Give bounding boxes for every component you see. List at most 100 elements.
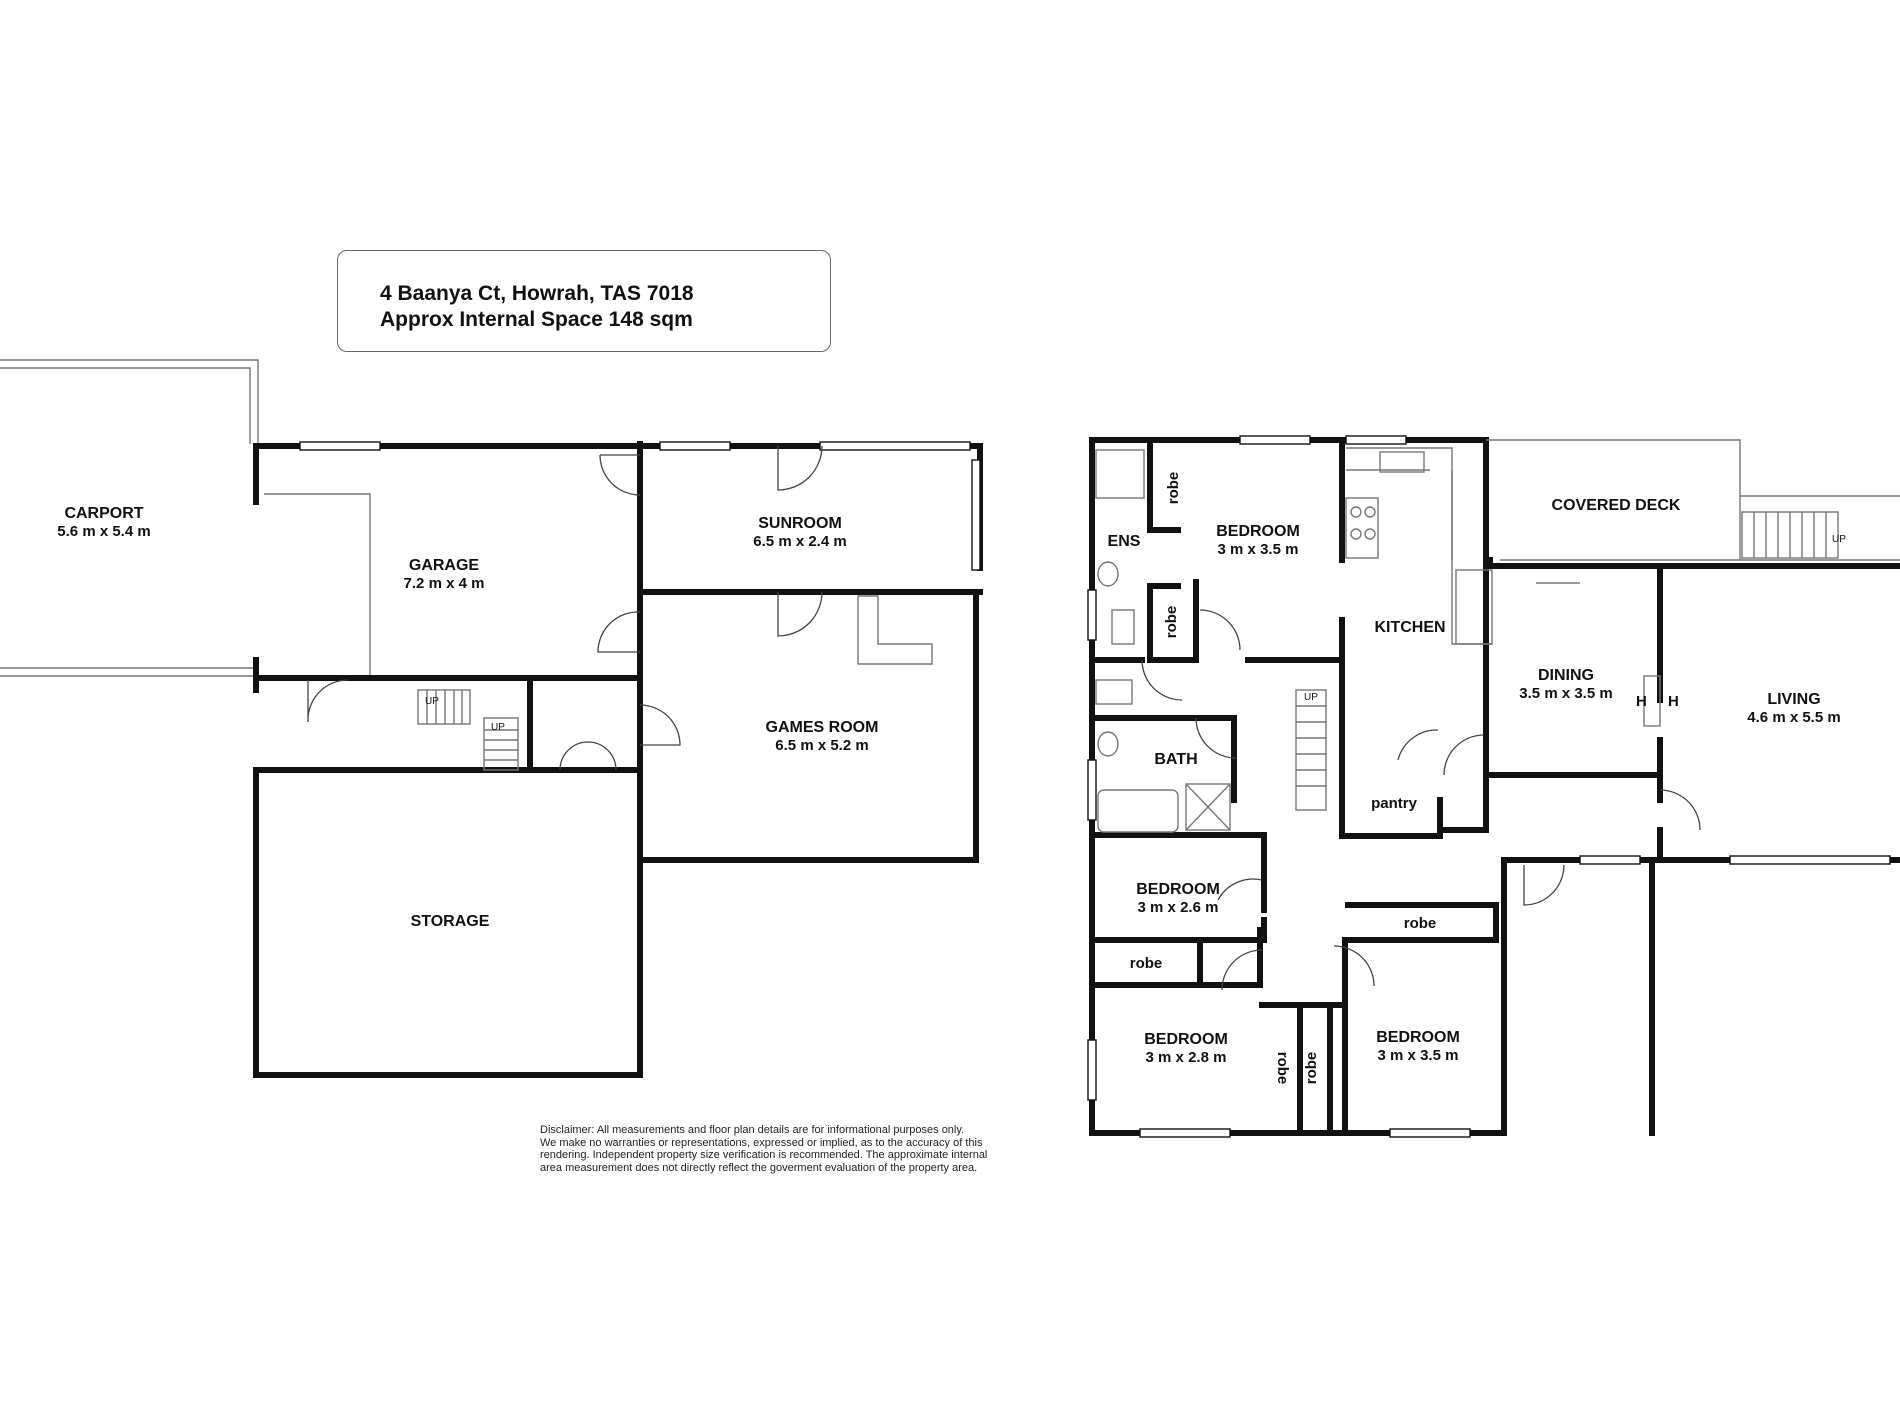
bedroom-2-dimensions: 3 m x 2.6 m	[1138, 899, 1219, 916]
disclaimer-line: rendering. Independent property size ver…	[540, 1149, 988, 1161]
ensuite-walls	[1147, 437, 1199, 663]
storage-label: STORAGE	[411, 913, 490, 930]
games-room-right-wall	[637, 589, 979, 863]
kitchen-bench-edge	[1346, 469, 1453, 560]
ens-label: ENS	[1108, 533, 1141, 550]
living-window	[1729, 855, 1891, 865]
kitchen-label: KITCHEN	[1374, 619, 1445, 636]
door-swing	[1397, 729, 1439, 761]
door-swing	[1443, 734, 1485, 776]
living-label: LIVING	[1767, 691, 1820, 708]
heater-label: H	[1668, 693, 1679, 710]
robe-walls	[1147, 527, 1181, 589]
bedroom-3-window-bottom	[1139, 1128, 1231, 1138]
door-swing	[1141, 659, 1183, 701]
robe-label: robe	[1274, 1052, 1291, 1085]
bedroom-2-walls	[1089, 917, 1267, 988]
robe-label: robe	[1404, 915, 1437, 932]
dining-dimensions: 3.5 m x 3.5 m	[1519, 685, 1612, 702]
bedroom-3-label: BEDROOM	[1144, 1031, 1228, 1048]
lower-inner-walls	[527, 441, 643, 773]
bedroom-4-left	[1327, 937, 1379, 1013]
door-swing	[1221, 949, 1263, 991]
bedroom-1-label: BEDROOM	[1216, 523, 1300, 540]
door-swing	[307, 679, 349, 723]
sunroom-window-right	[819, 441, 971, 451]
living-dimensions: 4.6 m x 5.5 m	[1747, 709, 1840, 726]
upper-level: UP UP H H	[1087, 435, 1900, 1138]
shower	[1095, 449, 1145, 499]
carport-outline-bottom	[0, 667, 254, 677]
disclaimer-line: We make no warranties or representations…	[540, 1136, 983, 1149]
ensuite-basin	[1097, 561, 1119, 587]
heater-label: H	[1636, 693, 1647, 710]
stair-up-label: UP	[425, 696, 439, 707]
bedroom-3-window	[1087, 1039, 1097, 1101]
sunroom-dimensions: 6.5 m x 2.4 m	[753, 533, 846, 550]
door-swing	[777, 591, 823, 637]
door-swing	[1523, 864, 1565, 906]
robe-label: robe	[1303, 1052, 1320, 1085]
sink	[1379, 451, 1425, 473]
address-text: 4 Baanya Ct, Howrah, TAS 7018	[380, 282, 694, 305]
ensuite-window	[1087, 589, 1097, 641]
bedroom-window	[1239, 435, 1311, 445]
island-bench	[1455, 569, 1493, 645]
built-in-fixture	[857, 595, 933, 665]
sunroom-window-side	[971, 459, 981, 571]
address-box	[337, 250, 831, 352]
bedroom-2-label: BEDROOM	[1136, 881, 1220, 898]
double-door-swing	[559, 741, 617, 771]
hall-stairs: UP	[1295, 689, 1327, 811]
ensuite-toilet	[1111, 609, 1135, 645]
lower-outer-wall	[253, 441, 643, 1078]
carport-outline	[0, 359, 259, 444]
bedroom-4-window	[1389, 1128, 1471, 1138]
door-swing	[1659, 789, 1701, 831]
stair-up-label: UP	[491, 722, 505, 733]
door-swing	[1199, 609, 1241, 651]
dining-label: DINING	[1538, 667, 1594, 684]
kitchen-window	[1345, 435, 1407, 445]
bedroom-4-label: BEDROOM	[1376, 1029, 1460, 1046]
bathtub	[1097, 789, 1179, 833]
cooktop	[1345, 497, 1379, 559]
bath-shower	[1185, 783, 1231, 831]
covered-deck-label: COVERED DECK	[1552, 497, 1681, 514]
lower-stairs: UP UP	[417, 689, 519, 771]
internal-space-text: Approx Internal Space 148 sqm	[380, 308, 693, 331]
upper-deck-wall	[1483, 437, 1655, 1136]
bedroom-walls	[1089, 757, 1265, 983]
garage-dimensions: 7.2 m x 4 m	[404, 575, 485, 592]
sunroom-window-left	[659, 441, 731, 451]
bath-basin	[1097, 731, 1119, 757]
pantry-walls	[1437, 772, 1489, 833]
bedroom-4-dimensions: 3 m x 3.5 m	[1378, 1047, 1459, 1064]
garage-label: GARAGE	[409, 557, 480, 574]
garage-window	[299, 441, 381, 451]
carport-dimensions: 5.6 m x 5.4 m	[57, 523, 150, 540]
toilet	[1095, 679, 1133, 705]
games-room-dimensions: 6.5 m x 5.2 m	[775, 737, 868, 754]
lower-top-wall	[253, 443, 983, 571]
bed-kitchen-wall	[1339, 437, 1443, 839]
carport-label: CARPORT	[64, 505, 143, 522]
robe-label: robe	[1130, 955, 1163, 972]
disclaimer-line: area measurement does not directly refle…	[540, 1161, 978, 1174]
sunroom-label: SUNROOM	[758, 515, 842, 532]
pantry-label: pantry	[1371, 795, 1418, 812]
hall-stair-up-label: UP	[1304, 692, 1318, 703]
kitchen-bench	[1346, 447, 1492, 645]
robe-label: robe	[1163, 606, 1180, 639]
door-swing	[1195, 717, 1237, 759]
bath-label: BATH	[1154, 751, 1197, 768]
robe-box	[1345, 902, 1499, 943]
door-swing	[1217, 878, 1263, 901]
bedroom-3-dimensions: 3 m x 2.8 m	[1146, 1049, 1227, 1066]
disclaimer: Disclaimer: All measurements and floor p…	[540, 1124, 1060, 1174]
lower-level: UP UP CARPORT 5.6 m x 5.4 m GARAGE 7.2 m…	[0, 359, 983, 1078]
door-swing	[597, 611, 641, 653]
robe-label: robe	[1165, 472, 1182, 505]
upper-left-outer-wall	[1089, 437, 1655, 1136]
